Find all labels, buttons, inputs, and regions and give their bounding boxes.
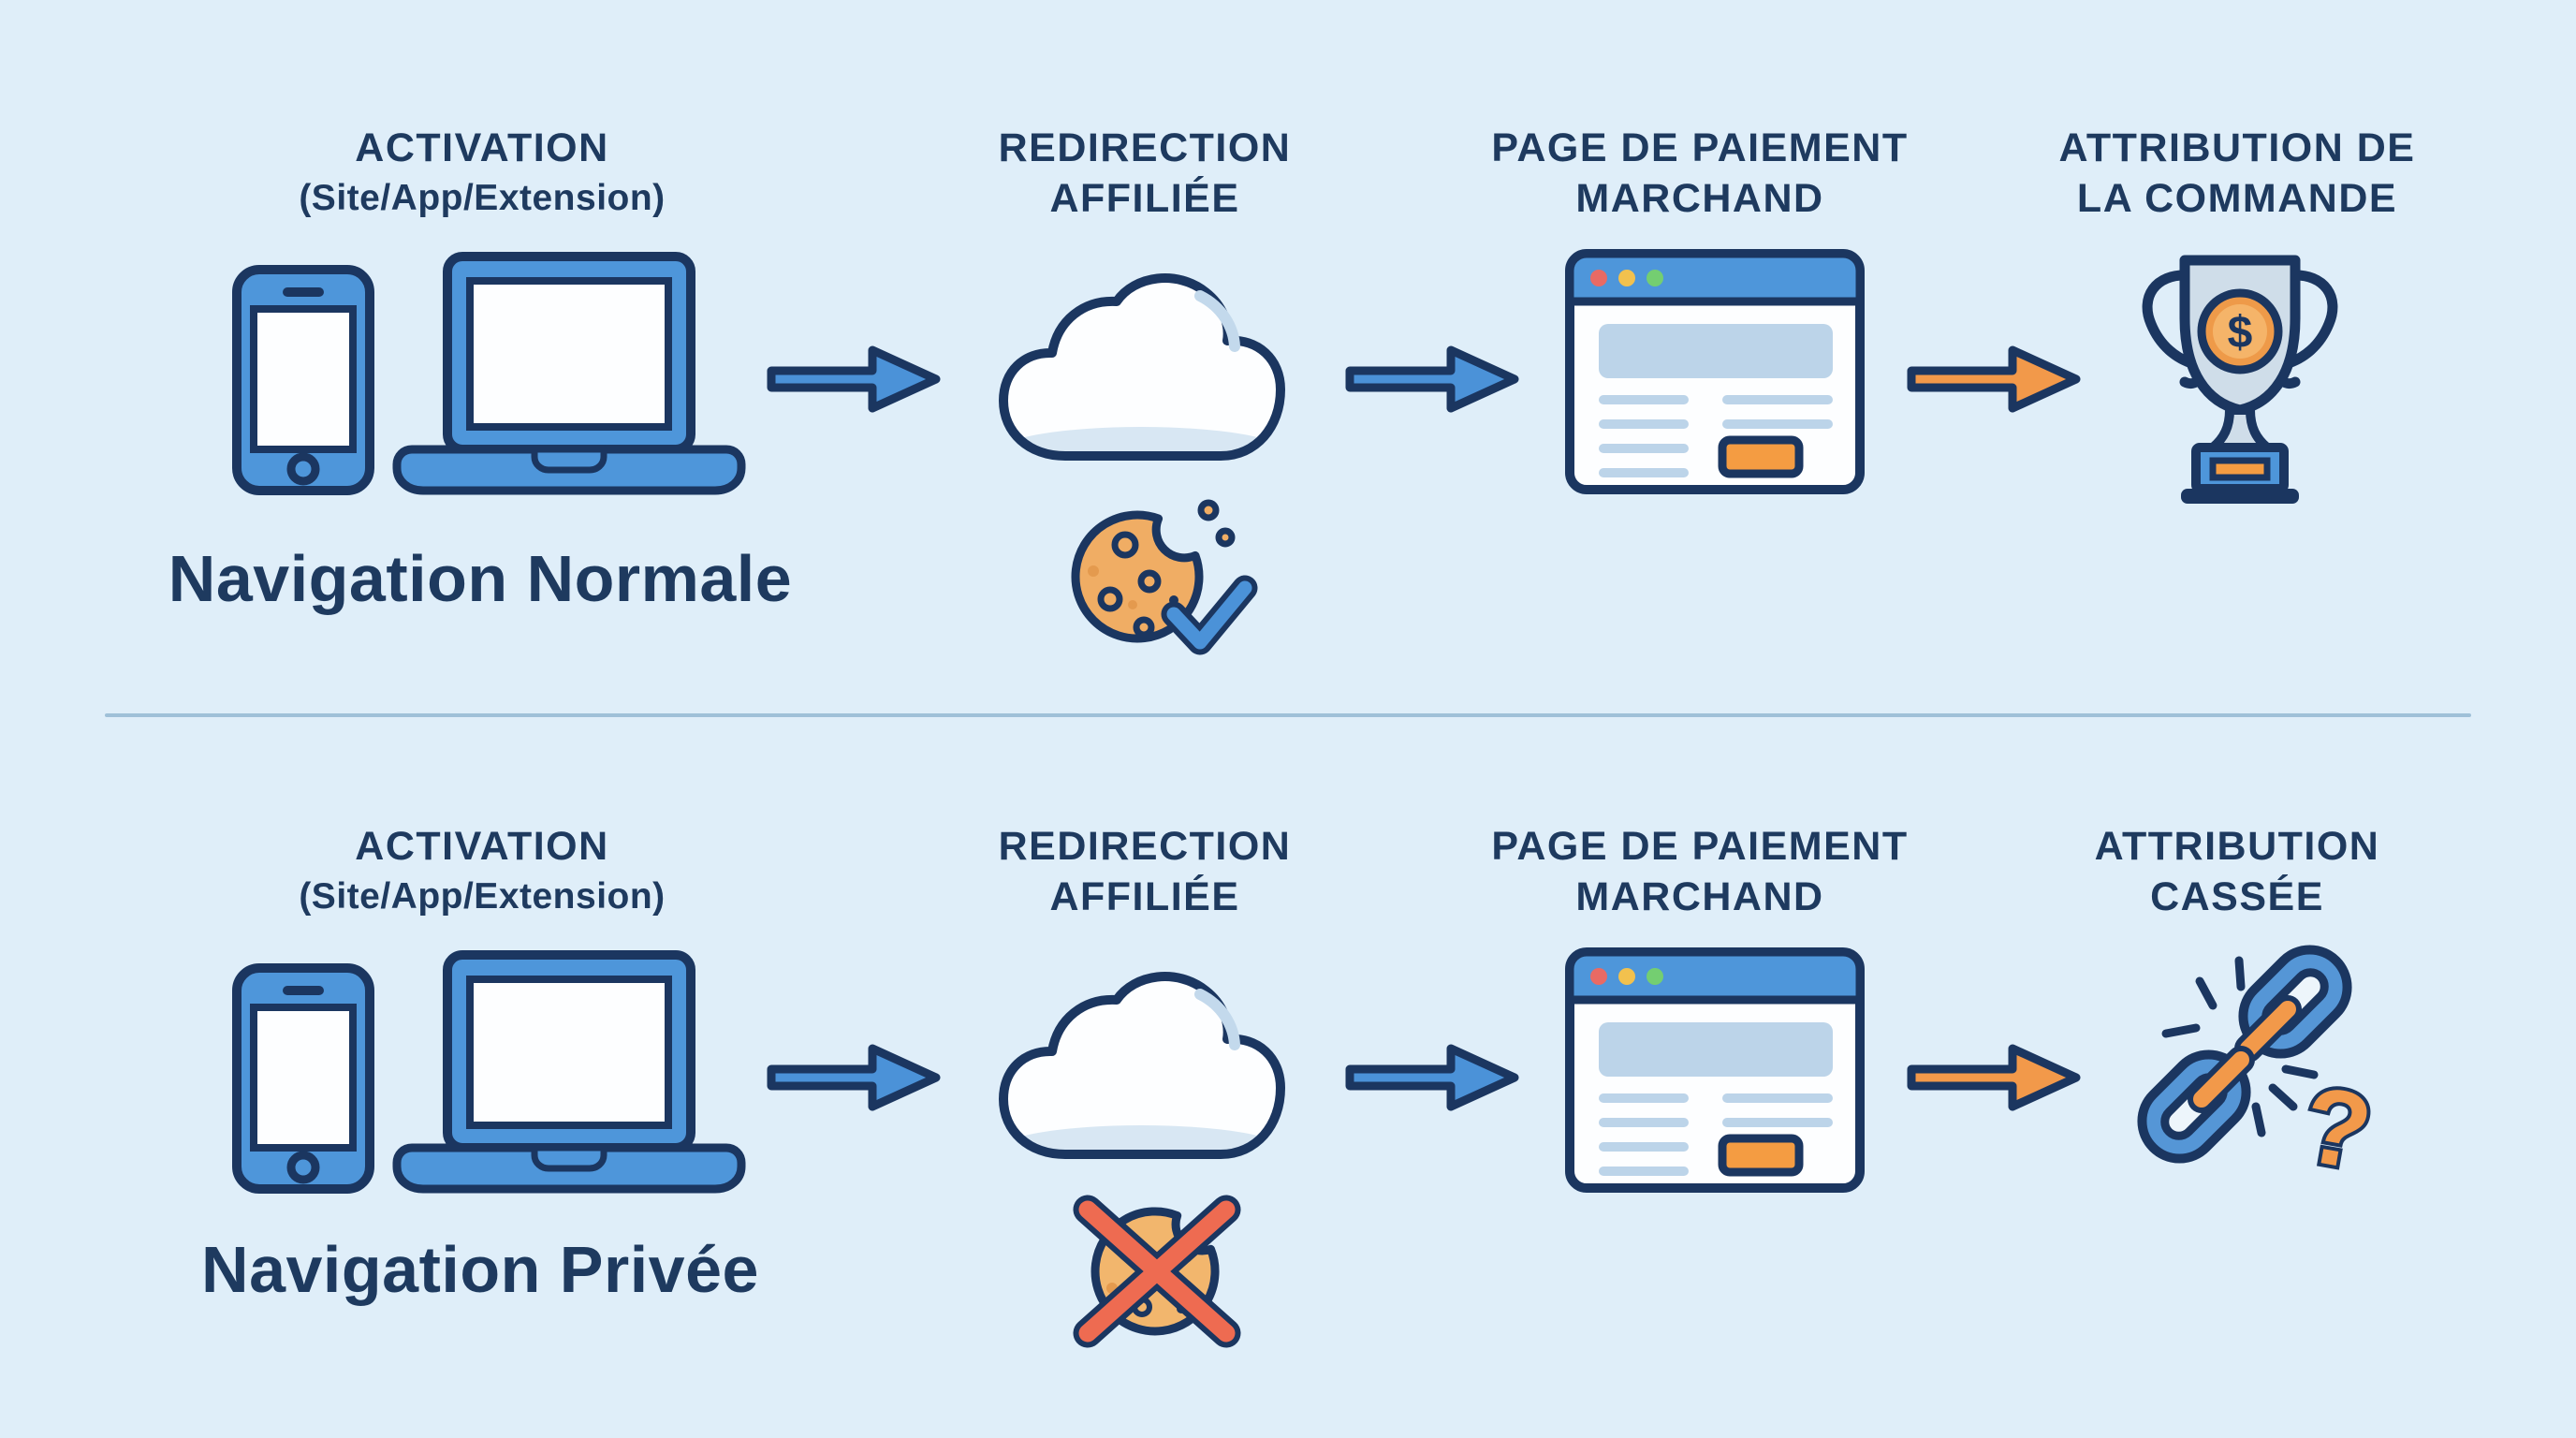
- trophy-icon: $: [2142, 255, 2338, 504]
- step-header-activation: ACTIVATION (Site/App/Extension): [126, 122, 838, 223]
- smartphone-icon: [230, 962, 376, 1195]
- step-title: REDIRECTION: [998, 125, 1292, 170]
- step-title: REDIRECTION: [998, 824, 1292, 869]
- laptop-icon: [389, 949, 749, 1195]
- dollar-sign: $: [2228, 308, 2253, 358]
- cookie-crumbs: [1197, 499, 1236, 548]
- merchant-browser-icon: [1565, 947, 1865, 1193]
- broken-chain-icon: ?: [2137, 945, 2383, 1197]
- arrow-right-icon: [1344, 1041, 1522, 1114]
- row-label-private: Navigation Privée: [201, 1233, 759, 1306]
- break-sparks: [2161, 956, 2319, 1137]
- cookie-chips: [1088, 531, 1178, 638]
- step-subtitle: MARCHAND: [1575, 874, 1824, 919]
- step-title: ACTIVATION: [355, 125, 609, 170]
- cookie-check-icon: [1071, 499, 1258, 655]
- step-subtitle: AFFILIÉE: [1049, 176, 1240, 221]
- row-label-normal: Navigation Normale: [168, 542, 793, 615]
- row-divider: [105, 713, 2471, 717]
- step-title: ATTRIBUTION: [2094, 824, 2380, 869]
- step-title: ATTRIBUTION DE: [2058, 125, 2416, 170]
- step-title: ACTIVATION: [355, 824, 609, 869]
- cross-out-icon: [1073, 1195, 1241, 1348]
- step-subtitle: AFFILIÉE: [1049, 874, 1240, 919]
- arrow-right-icon: [766, 1041, 944, 1114]
- cloud-icon: [983, 938, 1299, 1196]
- cookie-blocked-icon: [1073, 1195, 1241, 1348]
- step-subtitle: CASSÉE: [2150, 874, 2324, 919]
- checkmark-icon: [1161, 575, 1258, 655]
- step-subtitle: (Site/App/Extension): [299, 178, 666, 218]
- chain-pins: [2188, 995, 2302, 1113]
- step-subtitle: MARCHAND: [1575, 176, 1824, 221]
- step-header-payment: PAGE DE PAIEMENT MARCHAND: [1344, 820, 2056, 921]
- step-header-attribution-broken: ATTRIBUTION CASSÉE: [1881, 820, 2576, 921]
- step-title: PAGE DE PAIEMENT: [1491, 125, 1909, 170]
- step-header-redirection: REDIRECTION AFFILIÉE: [789, 122, 1500, 223]
- step-subtitle: LA COMMANDE: [2076, 176, 2398, 221]
- arrow-right-icon: [1906, 1041, 2084, 1114]
- step-header-redirection: REDIRECTION AFFILIÉE: [789, 820, 1500, 921]
- step-header-payment: PAGE DE PAIEMENT MARCHAND: [1344, 122, 2056, 223]
- step-title: PAGE DE PAIEMENT: [1491, 824, 1909, 869]
- step-header-attribution: ATTRIBUTION DE LA COMMANDE: [1881, 122, 2576, 223]
- step-subtitle: (Site/App/Extension): [299, 876, 666, 917]
- question-mark-icon: ?: [2294, 1064, 2379, 1193]
- step-header-activation: ACTIVATION (Site/App/Extension): [126, 820, 838, 921]
